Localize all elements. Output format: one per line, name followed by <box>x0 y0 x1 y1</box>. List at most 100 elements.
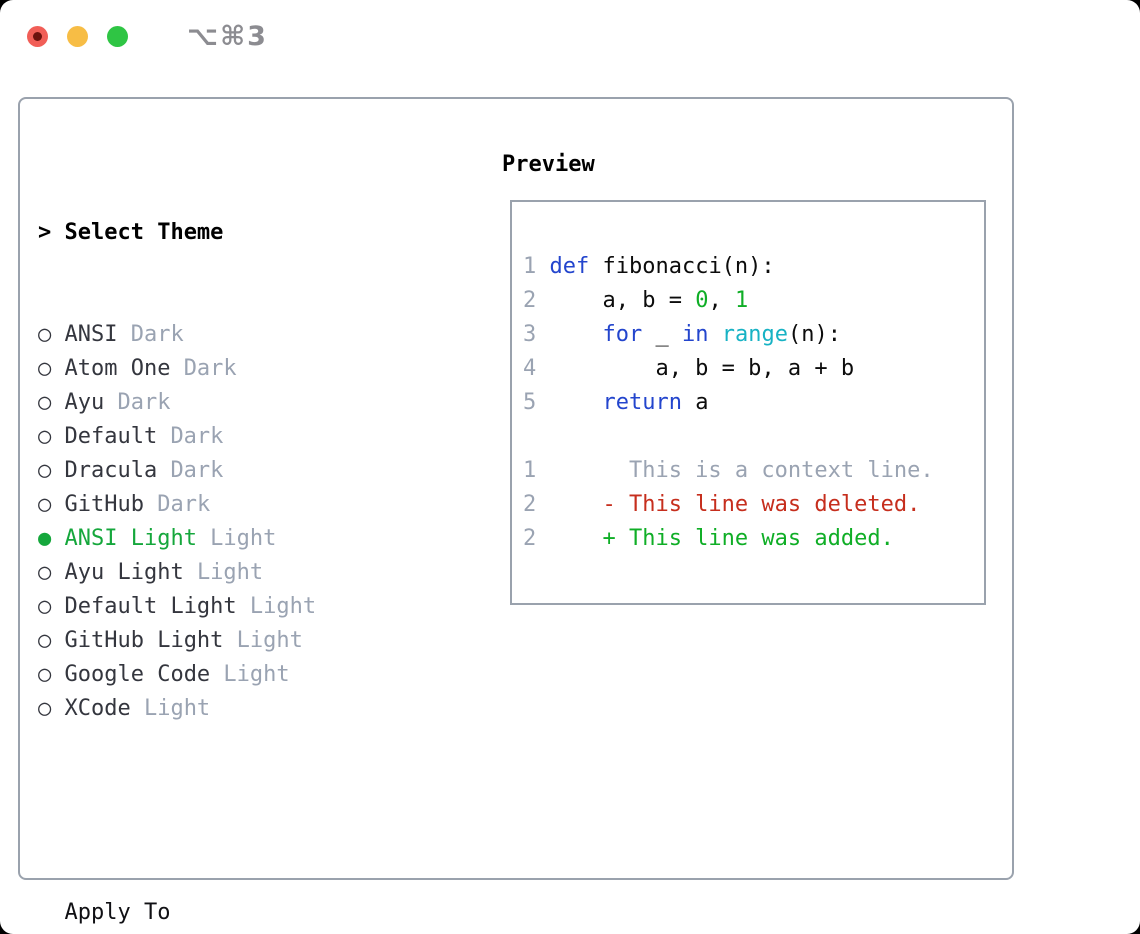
code-token: + This line was added. <box>602 526 894 551</box>
line-number: 5 <box>523 390 537 415</box>
code-token: , <box>708 288 735 313</box>
code-token: a, b = <box>549 288 696 313</box>
radio-unselected-icon: ○ <box>38 696 52 721</box>
code-token: _ <box>642 322 682 347</box>
radio-selected-icon: ● <box>38 526 52 551</box>
radio-unselected-icon: ○ <box>38 560 52 585</box>
code-token <box>549 390 602 415</box>
preview-line: 5 return a <box>523 386 934 420</box>
apply-to-header: Apply To <box>38 896 409 930</box>
spacer <box>38 794 409 828</box>
radio-unselected-icon: ○ <box>38 424 52 449</box>
close-dot-icon <box>33 32 42 41</box>
theme-variant: Dark <box>117 390 171 415</box>
radio-unselected-icon: ○ <box>38 628 52 653</box>
line-number: 1 <box>523 458 537 483</box>
code-token: range <box>721 322 788 347</box>
code-token: (n): <box>787 322 841 347</box>
theme-variant: Light <box>249 594 317 619</box>
code-token: def <box>549 254 590 279</box>
minimize-button[interactable] <box>67 26 88 47</box>
theme-name: Ayu <box>64 390 105 415</box>
theme-variant: Dark <box>130 322 184 347</box>
preview-title: Preview <box>502 152 595 177</box>
zoom-button[interactable] <box>107 26 128 47</box>
theme-name: Default Light <box>64 594 237 619</box>
radio-unselected-icon: ○ <box>38 458 52 483</box>
theme-variant: Light <box>236 628 303 653</box>
apply-to-title: Apply To <box>64 900 171 925</box>
theme-name: XCode <box>64 696 131 721</box>
radio-unselected-icon: ○ <box>38 390 52 415</box>
theme-option-default-light[interactable]: ○ Default Light Light <box>38 590 409 624</box>
code-token: a <box>681 390 709 415</box>
preview-line: 2 a, b = 0, 1 <box>523 284 934 318</box>
preview-line: 2 + This line was added. <box>523 522 934 556</box>
preview-line: 3 for _ in range(n): <box>523 318 934 352</box>
theme-name: Google Code <box>64 662 211 687</box>
theme-option-github-light[interactable]: ○ GitHub Light Light <box>38 624 409 658</box>
theme-option-dracula[interactable]: ○ Dracula Dark <box>38 454 409 488</box>
theme-variant: Light <box>143 696 211 721</box>
theme-variant: Dark <box>170 424 224 449</box>
theme-variant: Dark <box>157 492 211 517</box>
theme-option-ayu[interactable]: ○ Ayu Dark <box>38 386 409 420</box>
code-token <box>708 322 721 347</box>
preview-line: 4 a, b = b, a + b <box>523 352 934 386</box>
theme-list-title: Select Theme <box>64 220 224 245</box>
code-token: This is a context line. <box>549 458 934 483</box>
code-token: a, b = b, a + b <box>549 356 855 381</box>
theme-variant: Dark <box>170 458 224 483</box>
code-token: return <box>602 390 682 415</box>
preview-line: 1 This is a context line. <box>523 454 934 488</box>
line-number: 4 <box>523 356 537 381</box>
theme-variant: Light <box>210 526 277 551</box>
preview-line: 2 - This line was deleted. <box>523 488 934 522</box>
code-token: in <box>681 322 709 347</box>
line-number: 1 <box>523 254 537 279</box>
theme-name: GitHub Light <box>64 628 224 653</box>
theme-variant: Light <box>196 560 264 585</box>
preview-line: 1 def fibonacci(n): <box>523 250 934 284</box>
theme-name: GitHub <box>64 492 144 517</box>
window-title: ⌥⌘3 <box>187 21 268 52</box>
radio-unselected-icon: ○ <box>38 594 52 619</box>
code-token: fibonacci(n): <box>589 254 775 279</box>
theme-option-github[interactable]: ○ GitHub Dark <box>38 488 409 522</box>
line-number: 2 <box>523 492 537 517</box>
theme-variant: Light <box>223 662 290 687</box>
theme-option-ansi-light[interactable]: ● ANSI Light Light <box>38 522 409 556</box>
titlebar: ⌥⌘3 <box>27 21 268 52</box>
theme-name: ANSI Light <box>64 526 197 551</box>
theme-name: Dracula <box>64 458 158 483</box>
radio-unselected-icon: ○ <box>38 356 52 381</box>
theme-name: Ayu Light <box>64 560 184 585</box>
code-token: - This line was deleted. <box>602 492 921 517</box>
code-token: for <box>602 322 643 347</box>
theme-list-header: > Select Theme <box>38 216 409 250</box>
radio-unselected-icon: ○ <box>38 322 52 347</box>
theme-option-xcode[interactable]: ○ XCode Light <box>38 692 409 726</box>
theme-option-ayu-light[interactable]: ○ Ayu Light Light <box>38 556 409 590</box>
theme-name: Default <box>64 424 158 449</box>
theme-variant: Dark <box>183 356 237 381</box>
preview-line <box>523 420 934 454</box>
radio-unselected-icon: ○ <box>38 492 52 517</box>
code-token <box>549 526 602 551</box>
code-token <box>549 492 602 517</box>
theme-option-google-code[interactable]: ○ Google Code Light <box>38 658 409 692</box>
close-button[interactable] <box>27 26 48 47</box>
radio-unselected-icon: ○ <box>38 662 52 687</box>
code-token: 1 <box>734 288 749 313</box>
theme-option-default[interactable]: ○ Default Dark <box>38 420 409 454</box>
line-number: 2 <box>523 288 537 313</box>
focus-caret-icon: > <box>38 220 52 245</box>
